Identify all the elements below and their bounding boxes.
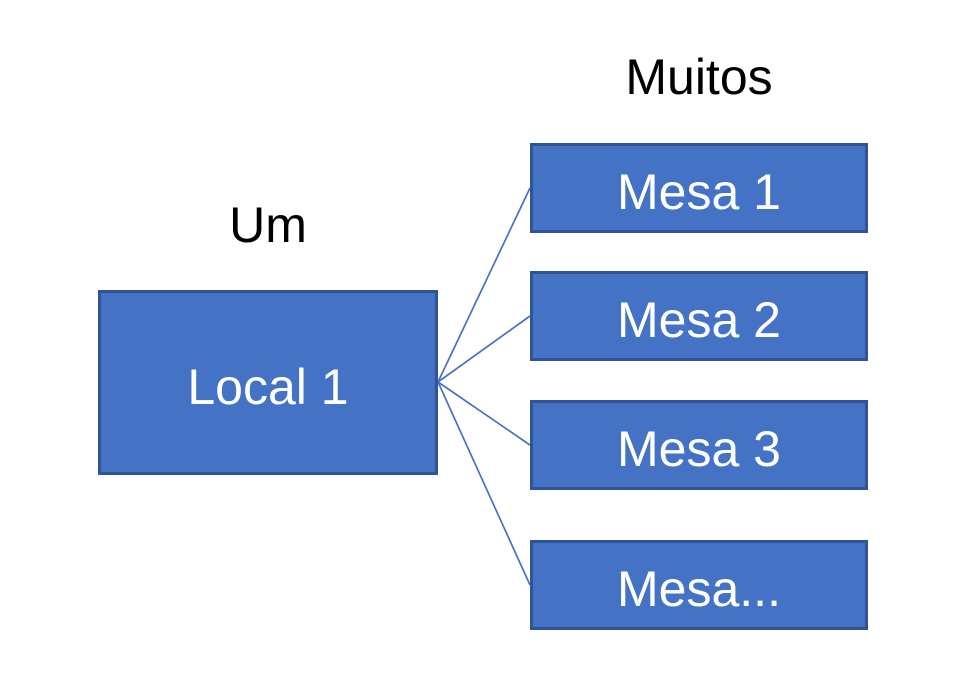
connector-line-mesa-1 bbox=[437, 187, 531, 383]
node-mesa-ellipsis-label: Mesa... bbox=[617, 561, 781, 617]
node-mesa-3: Mesa 3 bbox=[530, 400, 868, 490]
node-mesa-3-label: Mesa 3 bbox=[617, 421, 781, 477]
connector-line-mesa-4 bbox=[437, 381, 531, 586]
node-local-1-label: Local 1 bbox=[187, 358, 349, 415]
node-mesa-2-label: Mesa 2 bbox=[617, 292, 781, 348]
cardinality-label-one: Um bbox=[229, 197, 307, 253]
connector-line-mesa-3 bbox=[437, 381, 531, 446]
cardinality-label-many: Muitos bbox=[625, 49, 773, 105]
node-mesa-ellipsis: Mesa... bbox=[530, 540, 868, 630]
node-mesa-1-label: Mesa 1 bbox=[617, 164, 781, 220]
node-mesa-2: Mesa 2 bbox=[530, 271, 868, 361]
connector-line-mesa-2 bbox=[437, 315, 531, 383]
node-mesa-1: Mesa 1 bbox=[530, 143, 868, 233]
node-local-1: Local 1 bbox=[98, 290, 438, 475]
